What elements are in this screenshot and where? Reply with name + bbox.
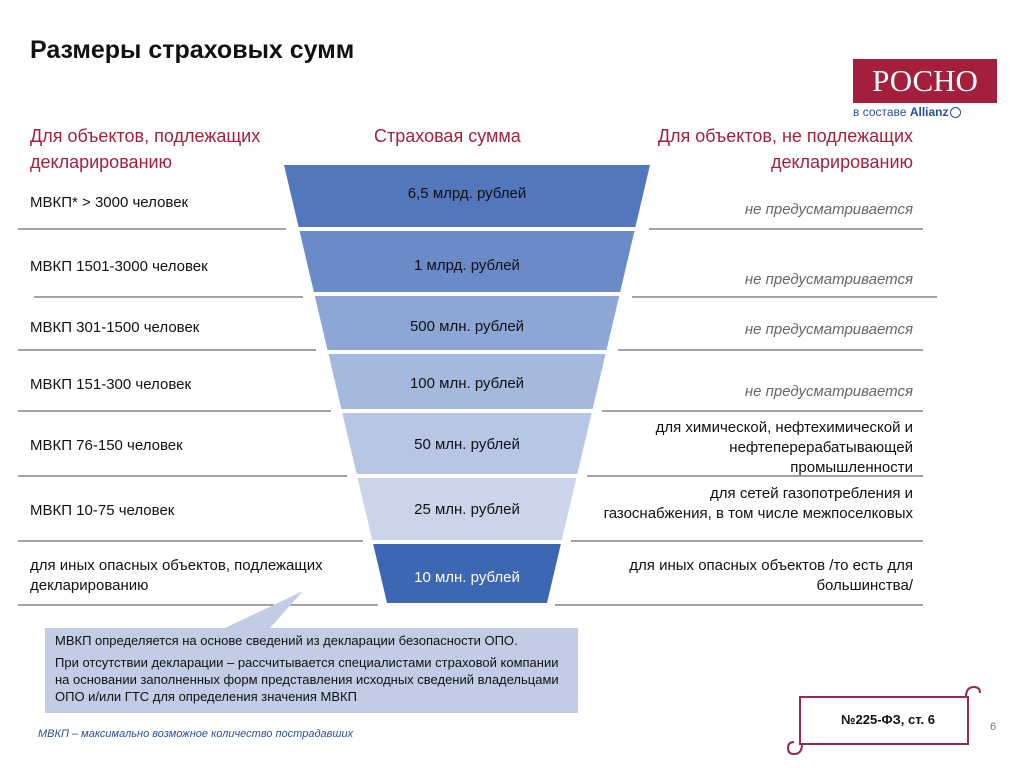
insurance-amount: 100 млн. рублей: [409, 375, 525, 392]
row-non-declared-note: для сетей газопотребления и газоснабжени…: [603, 485, 913, 522]
row-category: МВКП 301-1500 человек: [30, 319, 200, 336]
funnel-segment: [299, 231, 635, 292]
row-non-declared-note: для иных опасных объектов /то есть для б…: [629, 557, 913, 594]
row-category: МВКП 76-150 человек: [30, 437, 183, 454]
callout-text-2: При отсутствии декларации – рассчитывает…: [55, 655, 559, 704]
tagline-brand: Allianz: [909, 105, 949, 119]
funnel-segment: [373, 544, 561, 603]
header-not-declared: Для объектов, не подлежащих декларирован…: [657, 126, 913, 172]
funnel-segment: [342, 413, 592, 474]
row-non-declared-note: не предусматривается: [744, 321, 913, 338]
allianz-eagle-icon: [950, 107, 962, 118]
row-category: МВКП 10-75 человек: [30, 502, 175, 519]
row-category: МВКП* > 3000 человек: [30, 194, 189, 211]
page-title: Размеры страховых сумм: [30, 36, 355, 64]
insurance-amount: 25 млн. рублей: [414, 501, 520, 518]
allianz-tagline: в составе Allianz: [853, 105, 962, 119]
footnote: МВКП – максимально возможное количество …: [38, 728, 354, 740]
law-reference: №225-ФЗ, ст. 6: [841, 712, 935, 727]
insurance-amount: 1 млрд. рублей: [414, 257, 520, 274]
row-non-declared-note: не предусматривается: [744, 383, 913, 400]
funnel-segment: [284, 165, 650, 227]
header-declared: Для объектов, подлежащих декларированию: [30, 126, 261, 172]
insurance-amount: 500 млн. рублей: [409, 318, 525, 335]
funnel-segment: [314, 296, 620, 350]
funnel-segment: [357, 478, 577, 540]
insurance-amount: 10 млн. рублей: [414, 569, 520, 586]
callout-text-1: МВКП определяется на основе сведений из …: [55, 633, 518, 648]
row-non-declared-note: не предусматривается: [744, 271, 913, 288]
row-category: МВКП 1501-3000 человек: [30, 258, 208, 275]
rosno-logo: РОСНО: [853, 59, 997, 103]
row-non-declared-note: для химической, нефтехимической и нефтеп…: [655, 419, 913, 476]
insurance-amount: 6,5 млрд. рублей: [407, 185, 527, 202]
insurance-amount: 50 млн. рублей: [414, 436, 520, 453]
law-scroll: [786, 685, 981, 756]
tagline-prefix: в составе: [853, 105, 907, 119]
row-category: для иных опасных объектов, подлежащих де…: [30, 557, 323, 594]
callout-pointer: [225, 591, 303, 628]
header-sum: Страховая сумма: [374, 126, 521, 146]
callout-box: МВКП определяется на основе сведений из …: [45, 628, 578, 713]
funnel-segment: [328, 354, 606, 409]
page-number: 6: [990, 721, 997, 733]
row-category: МВКП 151-300 человек: [30, 376, 192, 393]
row-non-declared-note: не предусматривается: [744, 201, 913, 218]
